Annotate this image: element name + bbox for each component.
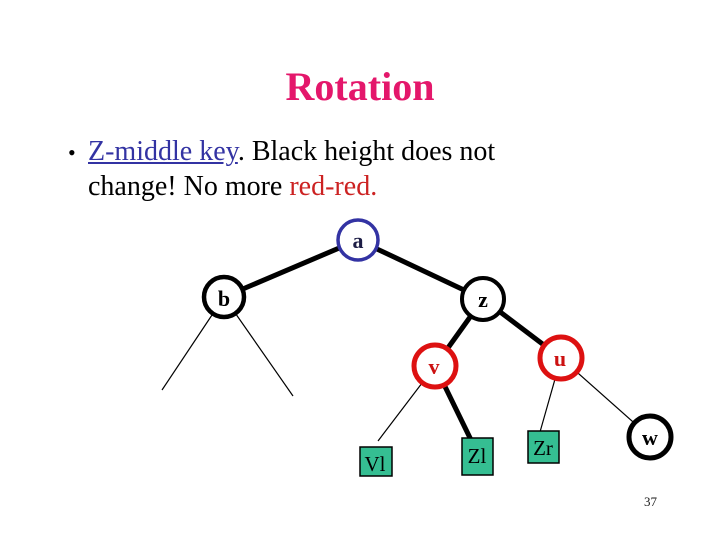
node-a-label: a (353, 228, 364, 253)
bullet-body-text: . Black height does not change! No more (88, 136, 496, 202)
node-w-circle (626, 413, 674, 461)
subtree-zr-label: Zr (533, 436, 553, 460)
subtree-vl-label: Vl (365, 452, 386, 476)
node-b-circle (201, 274, 247, 320)
bullet-highlight-text: red-red. (289, 171, 378, 202)
edge-a-z (356, 237, 485, 302)
subtree-zl-box (461, 437, 494, 476)
bullet-marker: • (68, 140, 76, 165)
slide-title: Rotation (285, 64, 435, 109)
node-u-label: u (554, 346, 566, 371)
node-z-label: z (478, 287, 488, 312)
node-w-label: w (642, 425, 658, 450)
page-number: 37 (644, 494, 657, 509)
node-v-label: v (429, 354, 440, 379)
edge-a-b (223, 237, 359, 300)
subtree-vl-box (359, 446, 393, 477)
node-z-circle (460, 276, 506, 322)
node-b-label: b (218, 286, 230, 311)
bullet-link-text: Z-middle key (88, 136, 238, 167)
subtree-zl-label: Zl (468, 444, 487, 468)
subtree-zr-box (527, 430, 560, 464)
node-a-circle (336, 218, 380, 262)
node-v-circle (411, 342, 459, 390)
bullet-paragraph: • Z-middle key. Black height does not cha… (64, 134, 586, 204)
node-u-circle (537, 334, 585, 382)
